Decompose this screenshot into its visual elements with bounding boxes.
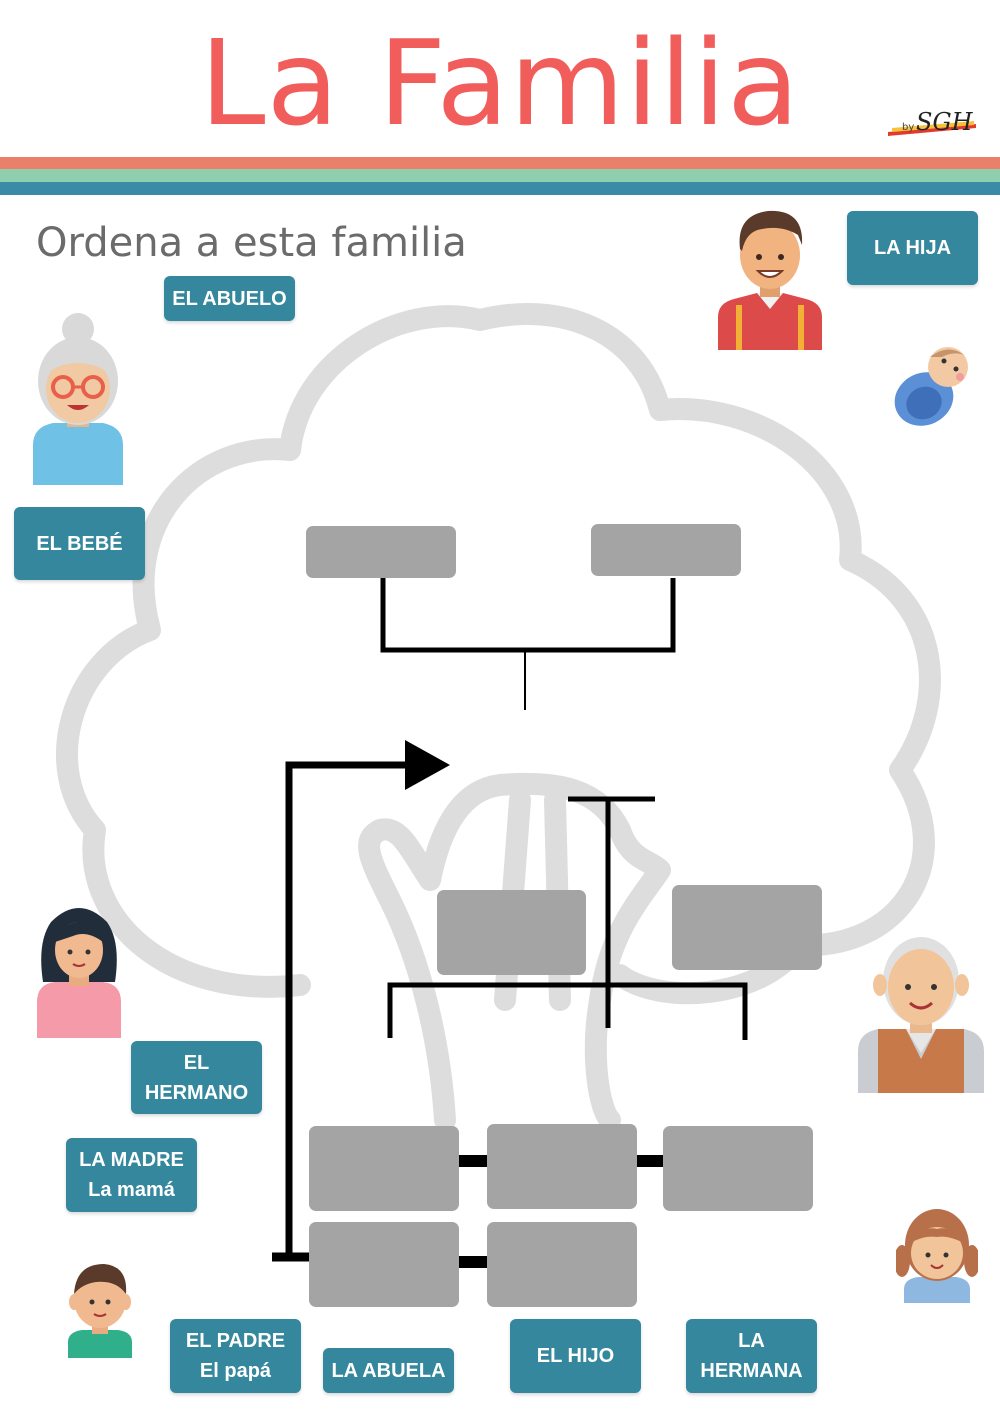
grandmother-avatar-icon[interactable]: [27, 305, 129, 485]
sgh-logo: by SGH: [884, 92, 980, 148]
arrow-head: [405, 740, 450, 790]
slot-child-4[interactable]: [309, 1222, 459, 1307]
arrow-line: [285, 761, 410, 1258]
card-el-hermano[interactable]: EL HERMANO: [131, 1041, 262, 1114]
mother-avatar-icon[interactable]: [33, 902, 125, 1038]
grandparents-bracket: [380, 578, 676, 653]
sister-avatar-icon[interactable]: [896, 1203, 978, 1303]
slot-parent-right[interactable]: [672, 885, 822, 970]
slot-child-2[interactable]: [487, 1124, 637, 1209]
page-title: La Familia: [199, 14, 801, 152]
slot-child-1[interactable]: [309, 1126, 459, 1211]
card-la-hija[interactable]: LA HIJA: [847, 211, 978, 285]
son-avatar-icon[interactable]: [66, 1260, 134, 1358]
card-el-padre[interactable]: EL PADRE El papá: [170, 1319, 301, 1393]
card-el-hijo[interactable]: EL HIJO: [510, 1319, 641, 1393]
card-el-abuelo[interactable]: EL ABUELO: [164, 276, 295, 321]
card-la-madre[interactable]: LA MADRE La mamá: [66, 1138, 197, 1212]
slot-grandparent-left[interactable]: [306, 526, 456, 578]
card-el-bebe[interactable]: EL BEBÉ: [14, 507, 145, 580]
header-stripe-red: [0, 157, 1000, 169]
slot-grandparent-right[interactable]: [591, 524, 741, 576]
header-stripe-blue: [0, 182, 1000, 195]
slot-child-5[interactable]: [487, 1222, 637, 1307]
parents-bracket: [387, 982, 748, 1040]
slot-parent-left[interactable]: [437, 890, 586, 975]
father-avatar-icon[interactable]: [712, 205, 828, 350]
slot-child-3[interactable]: [663, 1126, 813, 1211]
header-stripe-green: [0, 169, 1000, 182]
card-la-abuela[interactable]: LA ABUELA: [323, 1348, 454, 1393]
instruction-text: Ordena a esta familia: [36, 220, 467, 266]
grandfather-avatar-icon[interactable]: [856, 929, 986, 1093]
baby-avatar-icon[interactable]: [892, 343, 974, 428]
card-la-hermana[interactable]: LA HERMANA: [686, 1319, 817, 1393]
